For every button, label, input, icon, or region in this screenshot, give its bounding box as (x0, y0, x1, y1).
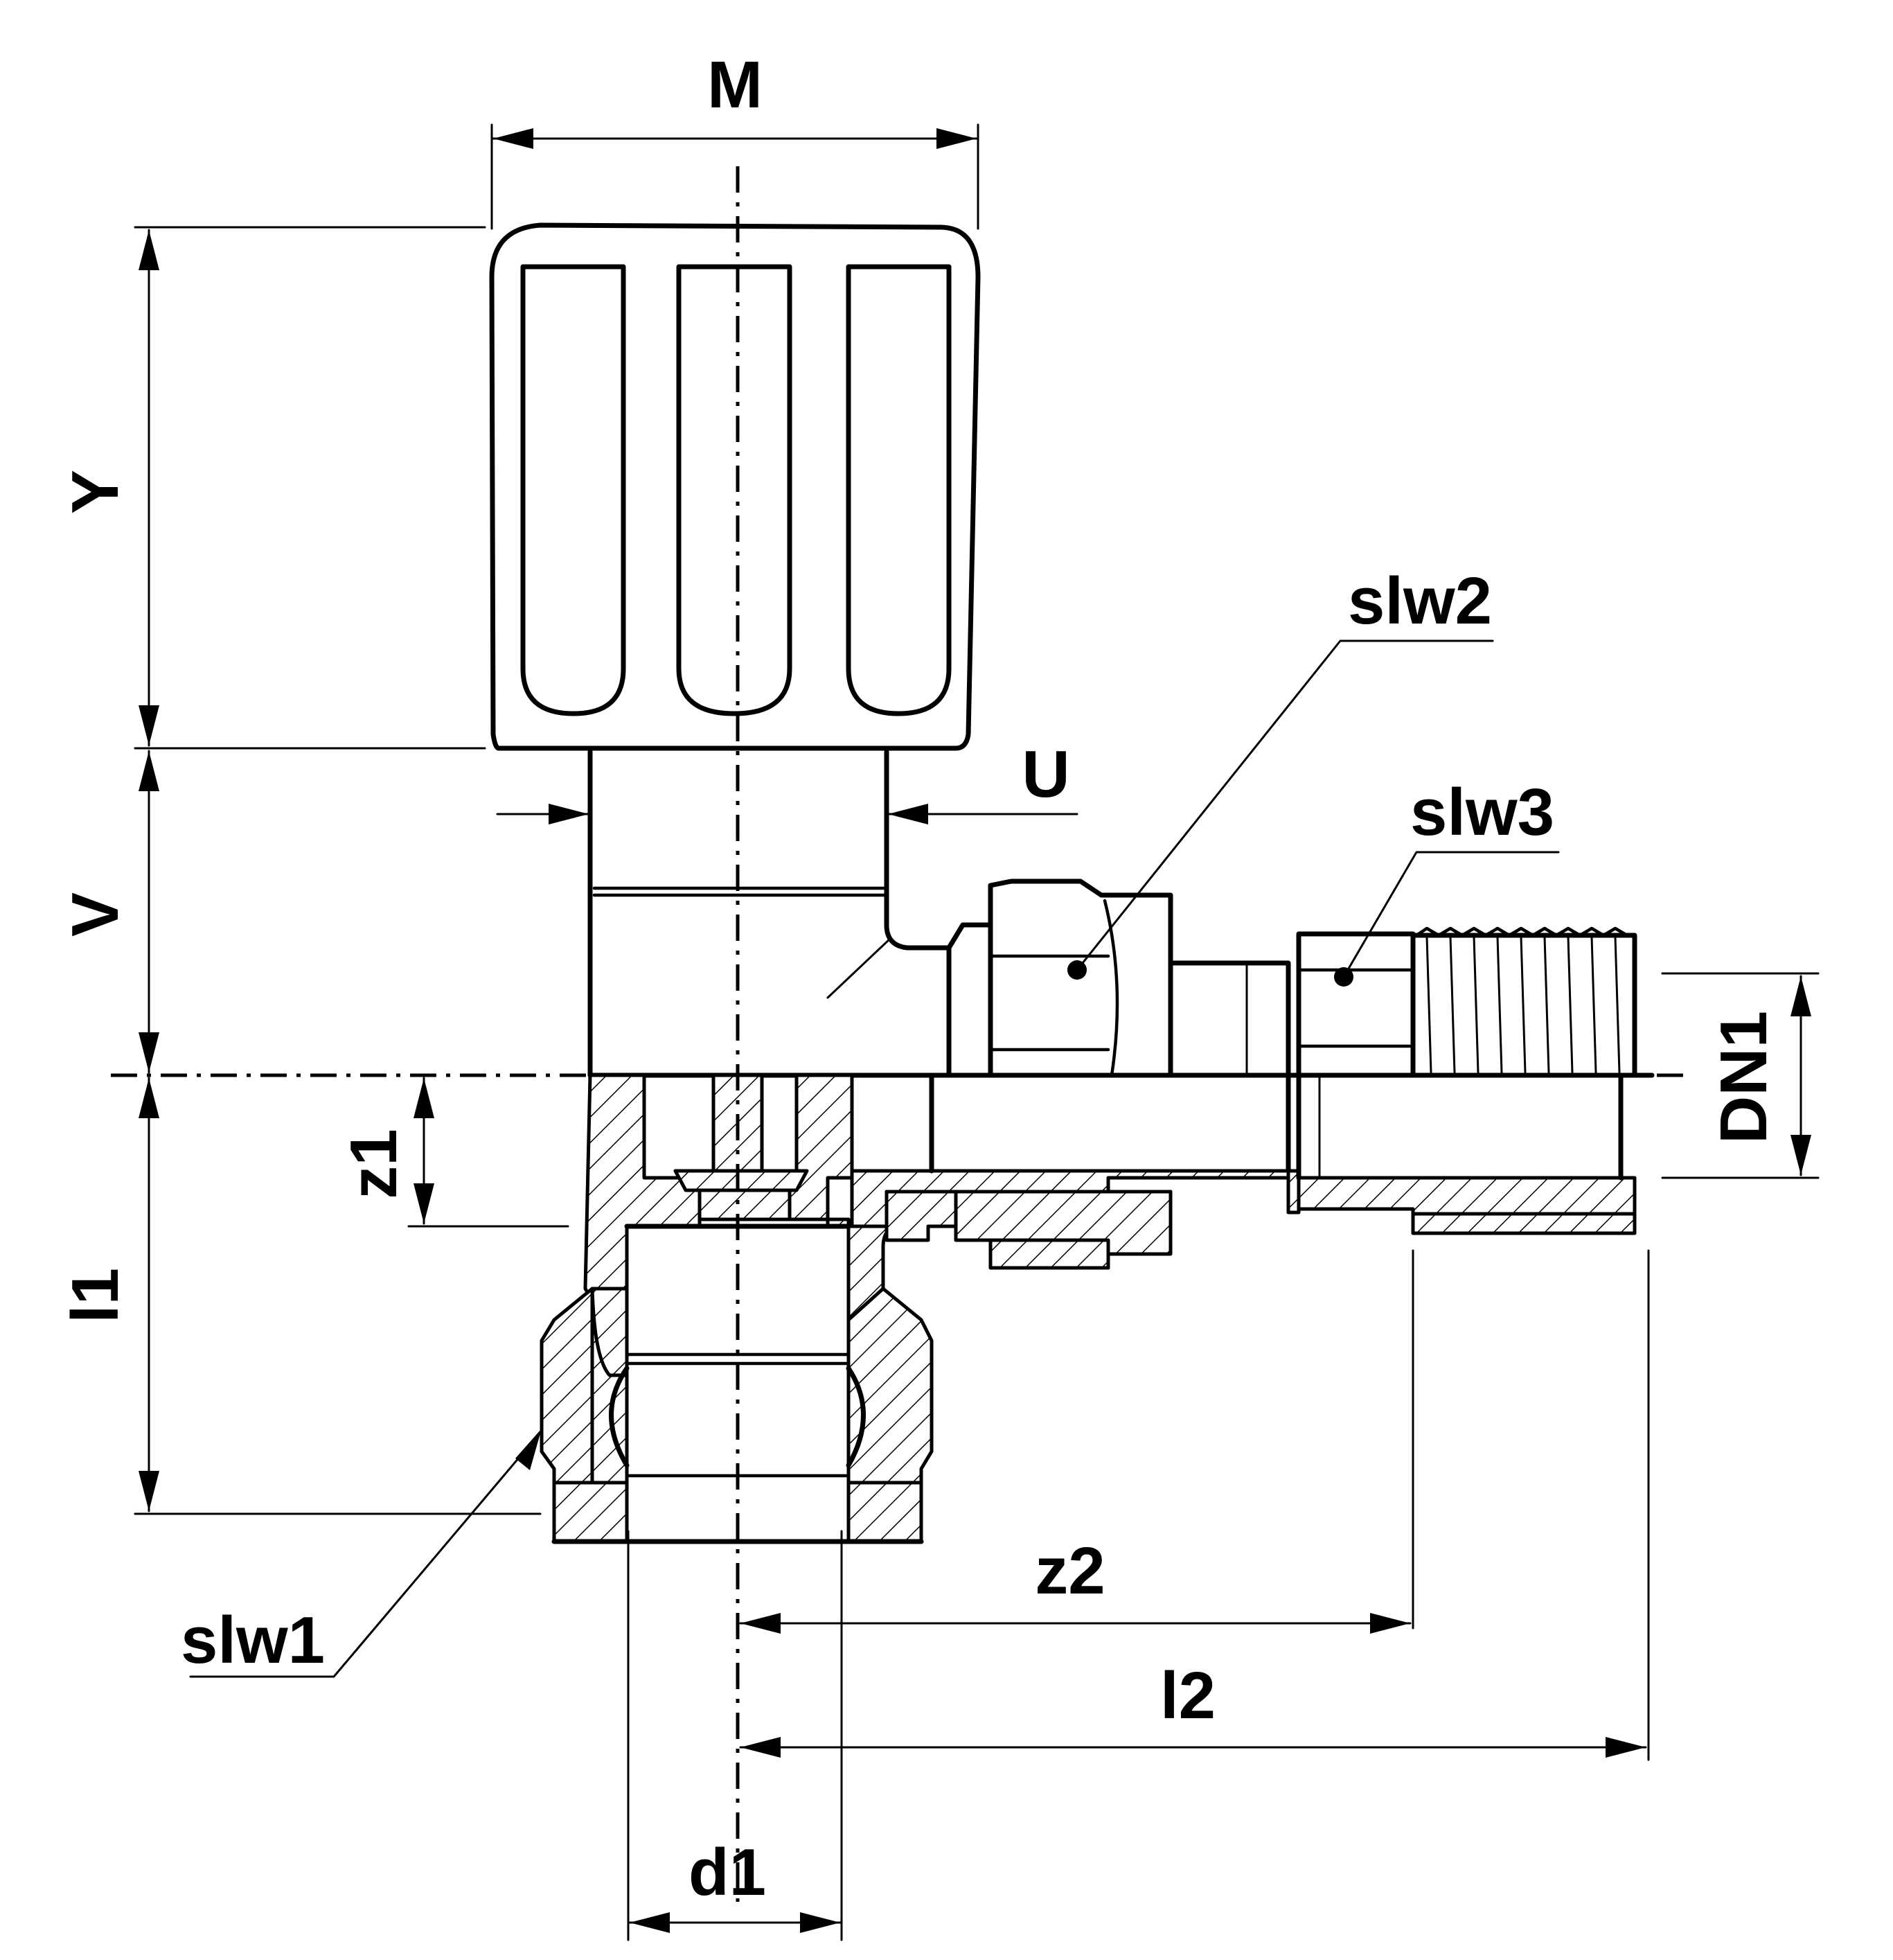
leader-slw2: slw2 (1067, 564, 1494, 980)
dim-z2: z2 (739, 1249, 1414, 1634)
dim-Y: Y (58, 226, 486, 750)
label-M: M (707, 48, 763, 122)
dim-V: V (58, 750, 159, 1074)
label-z1: z1 (337, 1129, 411, 1199)
leader-slw1: slw1 (181, 1429, 542, 1678)
dim-l1: l1 (58, 1077, 542, 1515)
union-external (946, 879, 1637, 1078)
label-z2: z2 (1035, 1534, 1105, 1608)
label-Y: Y (58, 470, 132, 514)
dim-l2: l2 (739, 1249, 1650, 1761)
valve-body-section (540, 1072, 1637, 1544)
label-slw2: slw2 (1348, 564, 1492, 638)
dim-M: M (490, 48, 979, 230)
dim-d1: d1 (627, 1530, 843, 1941)
handwheel (489, 222, 981, 751)
leader-slw3: slw3 (1334, 775, 1560, 987)
label-slw1: slw1 (181, 1603, 325, 1677)
label-U: U (1022, 737, 1069, 811)
label-d1: d1 (688, 1835, 766, 1909)
center-lines (111, 166, 1690, 1902)
label-DN1: DN1 (1707, 1011, 1781, 1144)
label-V: V (58, 892, 132, 937)
dim-z1: z1 (337, 1077, 569, 1228)
dim-U: U (496, 737, 1078, 824)
valve-bonnet (587, 749, 952, 1078)
dim-DN1: DN1 (1661, 972, 1820, 1179)
label-l1: l1 (58, 1268, 132, 1323)
label-slw3: slw3 (1410, 775, 1554, 849)
label-l2: l2 (1160, 1659, 1216, 1733)
